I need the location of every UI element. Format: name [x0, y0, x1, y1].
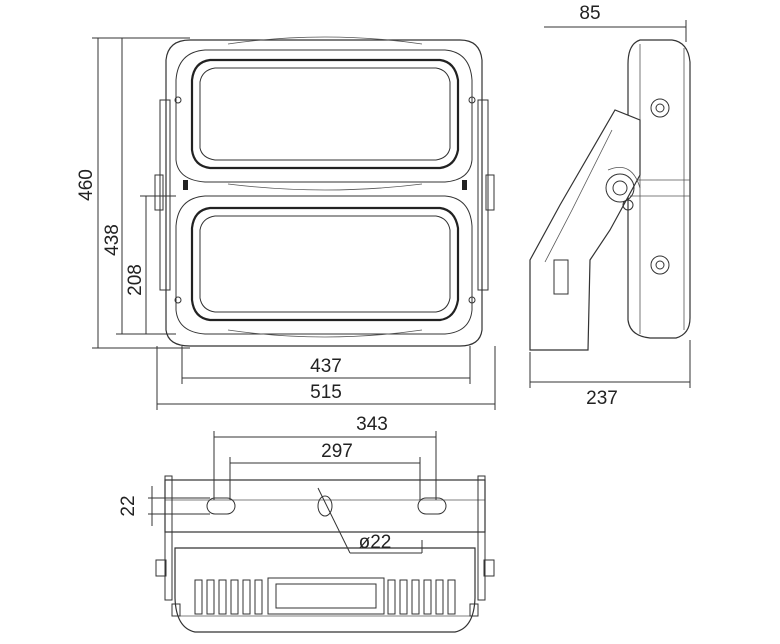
bottom-view — [155, 475, 495, 633]
dim-depth-top: 85 — [579, 3, 600, 24]
dim-height-bracket: 208 — [125, 264, 146, 296]
dim-hole-diameter: ø22 — [359, 532, 392, 553]
side-view — [529, 39, 691, 351]
dim-width-overall: 515 — [310, 382, 342, 403]
dim-slot-offset: 22 — [118, 495, 139, 516]
bottom-dimensions: 343 297 22 ø22 — [118, 414, 437, 554]
cooling-fins — [194, 579, 456, 615]
dim-height-frame: 438 — [102, 224, 123, 256]
side-dimensions: 85 237 — [529, 3, 691, 409]
dim-hole-span-inner: 297 — [321, 441, 353, 462]
dim-width-frame: 437 — [310, 356, 342, 377]
dim-hole-span-outer: 343 — [356, 414, 388, 435]
front-dimensions: 460 438 208 437 515 — [76, 37, 496, 410]
dim-height-overall: 460 — [76, 169, 97, 201]
front-view — [154, 36, 495, 347]
dim-depth-bottom: 237 — [586, 388, 618, 409]
